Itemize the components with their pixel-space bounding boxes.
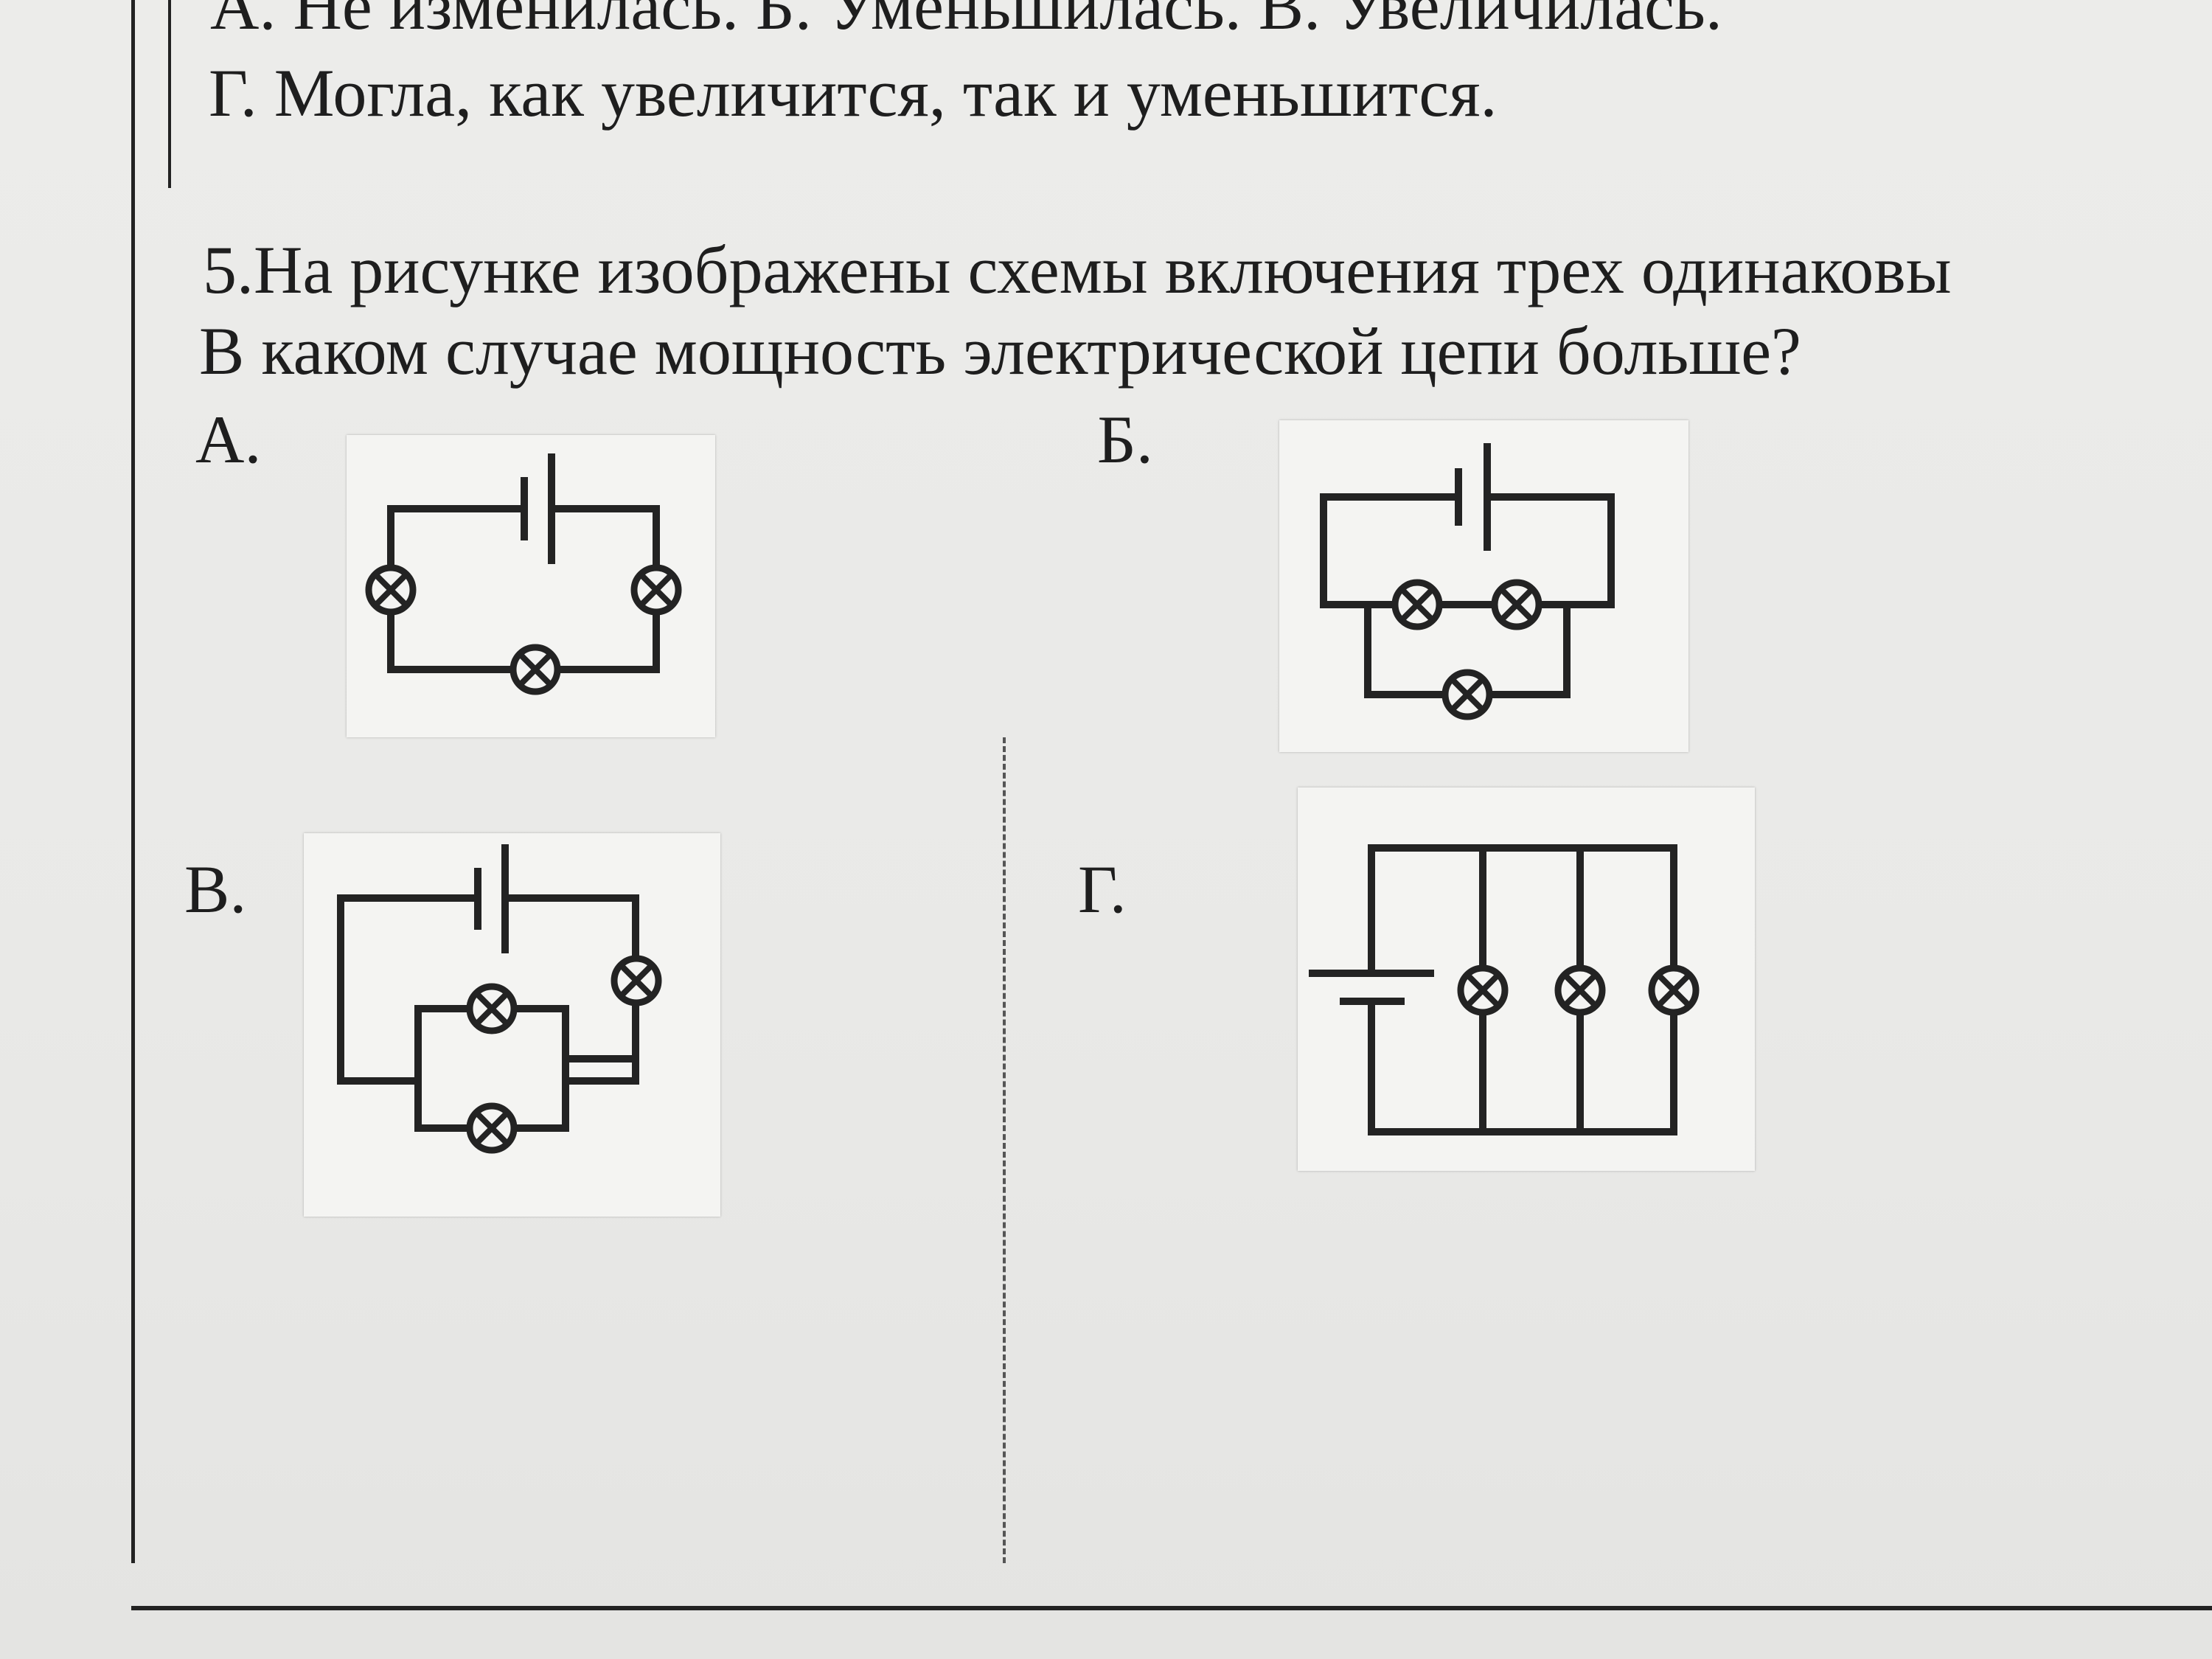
lamp-icon <box>1441 669 1493 720</box>
circuit-b-card <box>1279 420 1688 752</box>
circuit-g-diagram <box>1309 844 1700 1135</box>
question-line-1: 5.На рисунке изображены схемы включения … <box>203 232 1952 307</box>
option-g-line: Г. Могла, как увеличится, так и уменьшит… <box>209 55 1498 131</box>
lamp-icon <box>509 644 561 695</box>
inner-border-line <box>168 0 171 188</box>
variant-label-a: А. <box>195 402 262 477</box>
question-line-2: В каком случае мощность электрической це… <box>199 313 1801 389</box>
lamp-icon <box>611 955 662 1006</box>
lamp-icon <box>1457 964 1509 1016</box>
bottom-border-line <box>131 1606 2212 1610</box>
lamp-icon <box>1648 964 1700 1016</box>
variant-label-g: Г. <box>1078 852 1127 927</box>
lamp-icon <box>1554 964 1606 1016</box>
circuit-g-card <box>1298 787 1755 1171</box>
circuit-a-diagram <box>365 453 682 695</box>
lamp-icon <box>365 564 417 616</box>
variant-label-v: В. <box>184 852 247 927</box>
circuit-b-diagram <box>1320 443 1615 720</box>
lamp-icon <box>466 983 518 1034</box>
lamp-icon <box>630 564 682 616</box>
circuit-v-card <box>304 833 720 1217</box>
circuit-a-card <box>347 435 715 737</box>
variant-label-b: Б. <box>1097 402 1153 477</box>
lamp-icon <box>1491 579 1543 630</box>
lamp-icon <box>1391 579 1443 630</box>
left-border-line <box>131 0 135 1563</box>
column-divider <box>1003 737 1006 1563</box>
top-options-line: А. Не изменилась. Б. Уменьшилась. В. Уве… <box>210 0 1722 44</box>
lamp-icon <box>466 1102 518 1154</box>
circuit-v-diagram <box>337 844 662 1154</box>
